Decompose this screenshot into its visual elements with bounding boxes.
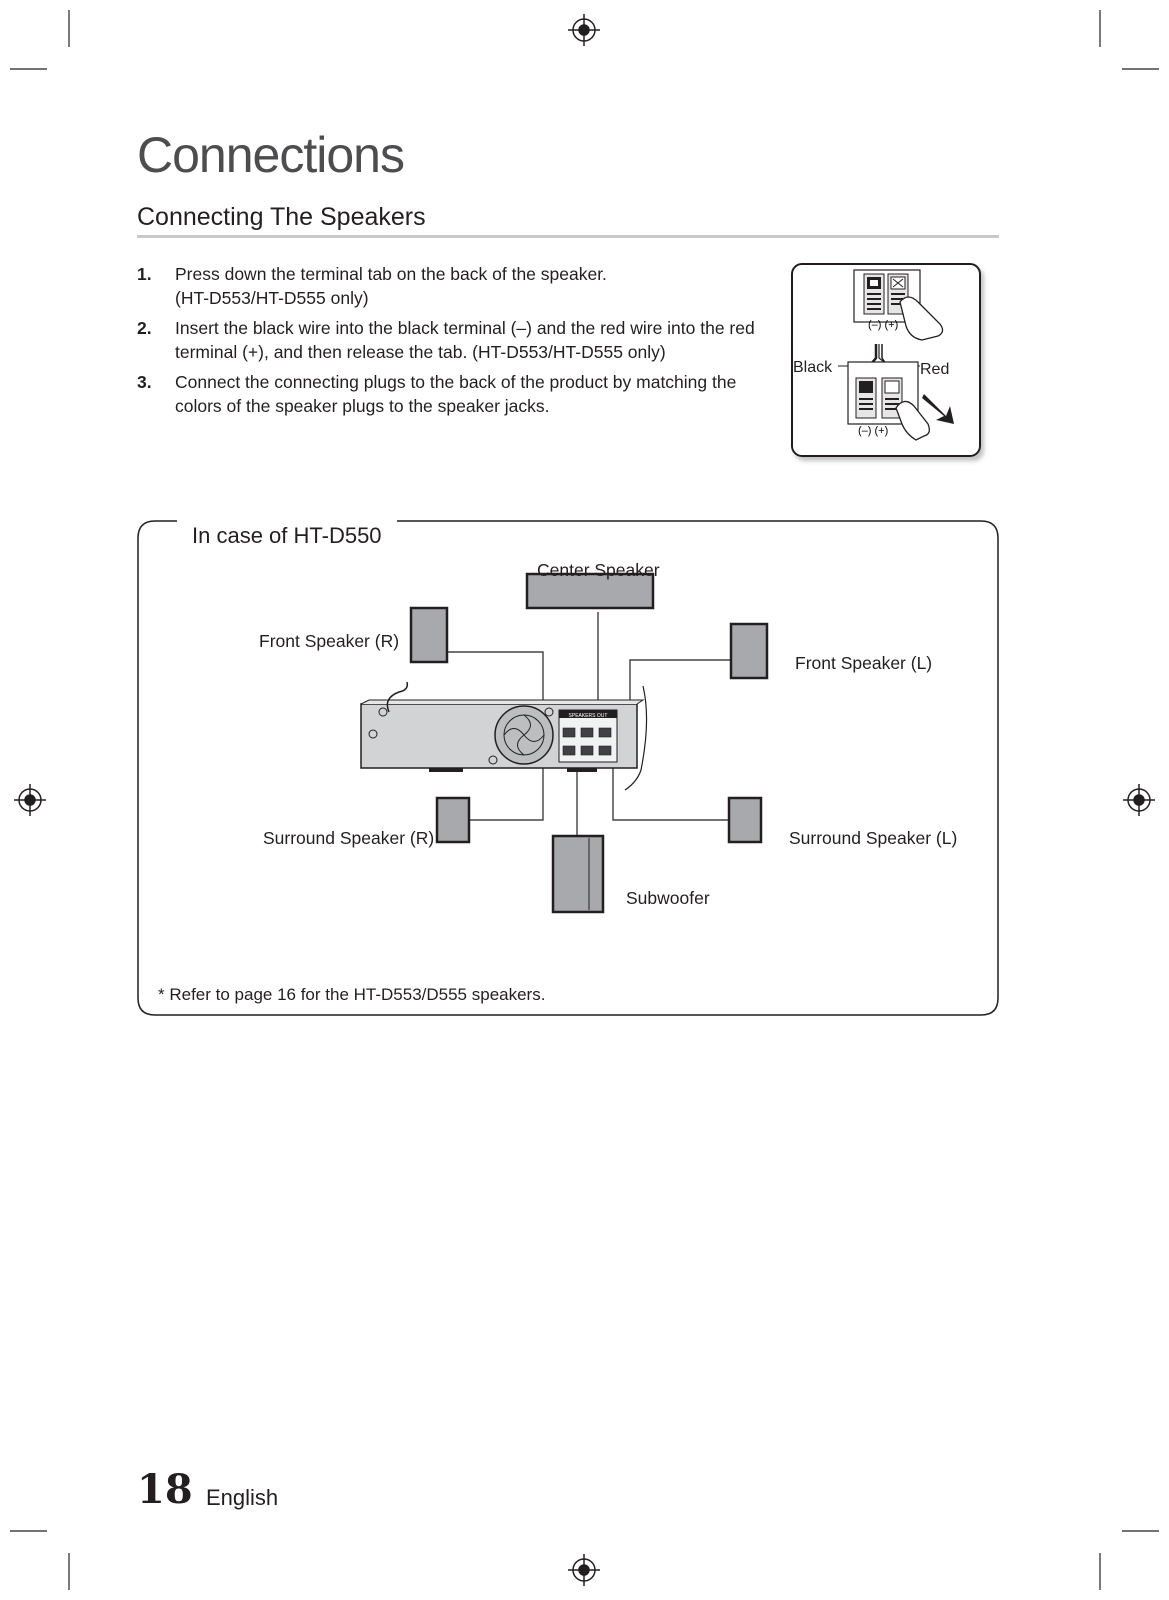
label-center-speaker: Center Speaker bbox=[537, 560, 660, 580]
step-2: 2. Insert the black wire into the black … bbox=[137, 316, 767, 364]
diagram-frame-title: In case of HT-D550 bbox=[188, 521, 388, 551]
black-wire-label: Black bbox=[793, 359, 833, 376]
polarity-label-top: (–) (+) bbox=[868, 319, 898, 331]
label-front-speaker-l: Front Speaker (L) bbox=[795, 653, 933, 673]
inset-frame bbox=[791, 263, 981, 457]
finger-icon bbox=[899, 296, 944, 341]
registration-mark-bottom bbox=[568, 1554, 600, 1586]
terminal-inset-illustration: (–) (+) Black Red (–) (+) bbox=[791, 263, 981, 457]
front-speaker-r bbox=[409, 606, 449, 664]
step-text-line: terminal (+), and then release the tab. … bbox=[175, 342, 666, 362]
finger-icon bbox=[895, 400, 930, 441]
section-title: Connecting The Speakers bbox=[137, 203, 426, 231]
step-text-line: Press down the terminal tab on the back … bbox=[175, 264, 607, 284]
steps-list: 1. Press down the terminal tab on the ba… bbox=[137, 262, 767, 424]
center-speaker bbox=[525, 572, 655, 610]
footnote: * Refer to page 16 for the HT-D553/D555 … bbox=[158, 985, 546, 1004]
step-number: 1. bbox=[137, 264, 152, 284]
section-divider bbox=[137, 235, 999, 238]
power-cord bbox=[386, 681, 409, 713]
registration-mark-left bbox=[14, 784, 46, 816]
step-number: 2. bbox=[137, 318, 152, 338]
surround-speaker-l bbox=[727, 796, 763, 844]
red-wire-label: Red bbox=[920, 361, 949, 378]
main-unit-rear: SPEAKERS OUT bbox=[360, 681, 648, 791]
step-1: 1. Press down the terminal tab on the ba… bbox=[137, 262, 767, 310]
chapter-title: Connections bbox=[137, 127, 405, 183]
label-subwoofer: Subwoofer bbox=[626, 888, 710, 908]
surround-speaker-r bbox=[435, 796, 471, 844]
registration-mark-right bbox=[1123, 784, 1155, 816]
step-text-line: Insert the black wire into the black ter… bbox=[175, 318, 755, 338]
panel-label: SPEAKERS OUT bbox=[569, 713, 608, 719]
front-speaker-l bbox=[729, 622, 769, 680]
step-3: 3. Connect the connecting plugs to the b… bbox=[137, 370, 767, 418]
polarity-label-bottom: (–) (+) bbox=[858, 425, 888, 437]
wire-surround-r bbox=[470, 752, 544, 821]
subwoofer-speaker bbox=[551, 834, 605, 914]
label-surround-speaker-l: Surround Speaker (L) bbox=[789, 828, 958, 848]
arrow-icon bbox=[922, 394, 954, 424]
wire-surround-l bbox=[612, 752, 729, 821]
step-text-line: colors of the speaker plugs to the speak… bbox=[175, 396, 550, 416]
step-number: 3. bbox=[137, 372, 152, 392]
step-text-line: Connect the connecting plugs to the back… bbox=[175, 372, 737, 392]
step-text-line: (HT-D553/HT-D555 only) bbox=[175, 288, 369, 308]
registration-mark-top bbox=[568, 14, 600, 46]
page-number: 18 bbox=[137, 1466, 193, 1513]
label-surround-speaker-r: Surround Speaker (R) bbox=[263, 828, 435, 848]
diagram-frame-border bbox=[137, 520, 999, 1016]
label-front-speaker-r: Front Speaker (R) bbox=[259, 631, 400, 651]
speaker-diagram: SPEAKERS OUT bbox=[137, 520, 999, 1016]
page-language: English bbox=[206, 1485, 279, 1510]
